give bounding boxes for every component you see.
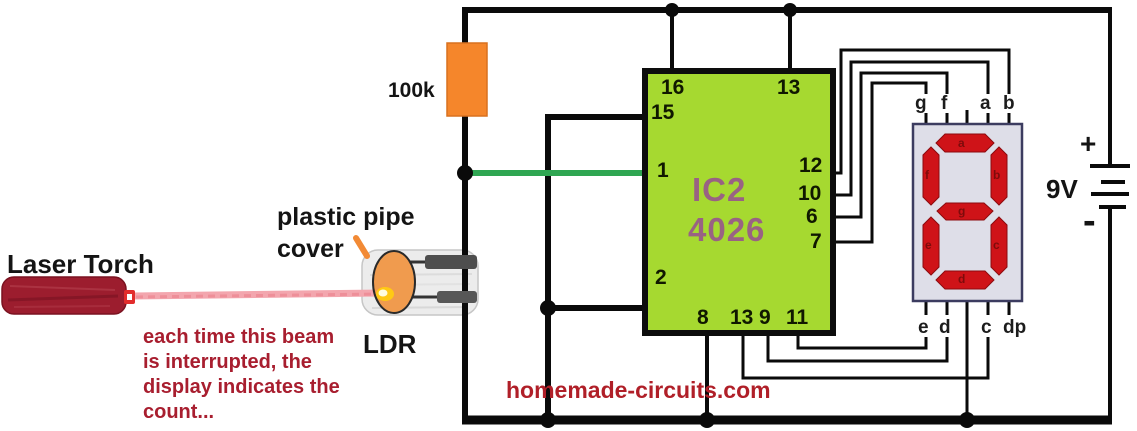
ldr-face (372, 250, 416, 314)
ic-pin-6: 6 (806, 205, 818, 228)
wires (462, 7, 1112, 425)
ic-pin-10: 10 (798, 182, 822, 205)
pin12-to-b-wire (832, 48, 1011, 175)
seven-segment-display (911, 122, 1024, 303)
pin13-to-c-wire (741, 330, 990, 380)
pin10-to-a-wire (832, 60, 990, 197)
pipe-cover-label-line1: plastic pipe (277, 203, 415, 231)
ic-name-label: IC2 (692, 171, 747, 208)
segment-f (922, 146, 940, 206)
display-pin-d: d (939, 317, 951, 338)
resistor-value-label: 100k (388, 79, 435, 102)
segment-label-e: e (925, 238, 932, 252)
segment-a (935, 133, 995, 153)
ic-pin-15: 15 (651, 101, 675, 124)
pipe-cover-label-line2: cover (277, 235, 344, 263)
ic-pin-2: 2 (655, 266, 667, 289)
segment-label-f: f (925, 168, 929, 182)
website-label: homemade-circuits.com (506, 377, 771, 403)
ic-part-label: 4026 (688, 211, 766, 248)
segment-label-c: c (993, 238, 1000, 252)
ic-pin-12: 12 (799, 154, 823, 177)
ic-pin-9: 9 (759, 306, 771, 329)
display-pin-c: c (981, 317, 992, 338)
battery-minus-label: - (1083, 200, 1096, 242)
beam-note-line2: is interrupted, the (143, 351, 312, 373)
pin7-to-g-wire (832, 81, 928, 244)
beam-note-line3: display indicates the (143, 376, 340, 398)
ic-pin-11: 11 (786, 306, 809, 329)
segment-e (922, 216, 940, 276)
segment-c (990, 216, 1008, 276)
segment-label-b: b (993, 168, 1001, 182)
resistor-body (446, 42, 488, 117)
laser-beam (129, 289, 386, 300)
pipe-pointer-arrow (353, 235, 370, 259)
segment-label-d: d (958, 272, 966, 286)
battery-voltage-label: 9V (1046, 174, 1078, 204)
pin6-to-f-wire (832, 71, 949, 219)
junction-dots (457, 3, 975, 428)
ic-pin-7: 7 (810, 230, 822, 253)
beam-note-line1: each time this beam (143, 326, 335, 348)
ic-pin-1: 1 (657, 159, 669, 182)
ic-pin-13-bottom: 13 (730, 306, 754, 329)
ic-body (642, 68, 836, 336)
display-pin-dp: dp (1003, 317, 1027, 338)
laser-torch-label: Laser Torch (7, 249, 154, 279)
ic-pin-13-top: 13 (777, 76, 801, 99)
segment-label-a: a (958, 136, 965, 150)
segment-g (936, 202, 994, 221)
display-pin-e: e (918, 317, 929, 338)
display-pin-f: f (941, 93, 948, 114)
battery-plus-label: + (1080, 128, 1097, 159)
beam-note-line4: count... (143, 401, 215, 423)
ic-pin-16: 16 (661, 76, 685, 99)
pin11-to-e-wire (796, 330, 928, 350)
display-pin-b: b (1003, 93, 1015, 114)
ic-pin-8: 8 (697, 306, 709, 329)
battery-symbol (1090, 164, 1130, 209)
segment-d (935, 270, 995, 290)
display-pin-a: a (980, 93, 991, 114)
laser-torch-graphic (1, 276, 135, 315)
display-pin-g: g (915, 93, 927, 114)
segment-b (990, 146, 1008, 206)
ldr-label: LDR (363, 329, 417, 359)
pin9-to-d-wire (766, 330, 949, 363)
segment-label-g: g (958, 204, 966, 218)
